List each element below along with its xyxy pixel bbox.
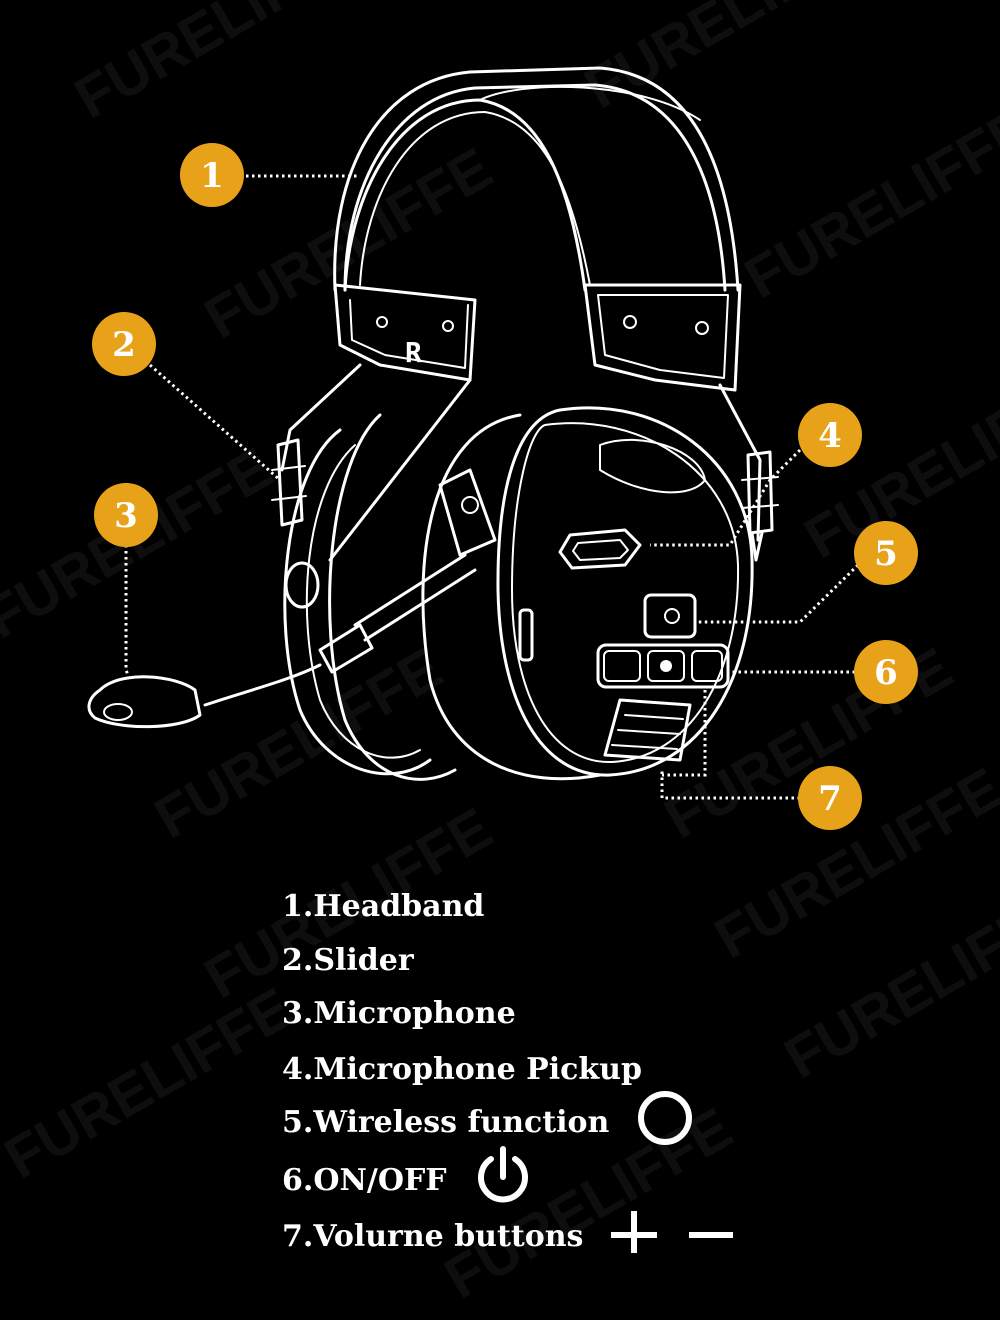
leader-2 xyxy=(149,363,281,482)
button-center xyxy=(647,650,685,682)
watermark-text: FURELIFFE xyxy=(574,0,883,121)
left-yoke xyxy=(280,363,472,562)
right-slider-ring xyxy=(741,476,779,509)
right-plate-inner xyxy=(597,294,729,379)
callout-number: 6 xyxy=(874,653,898,693)
plus-icon xyxy=(609,1207,659,1265)
right-slider-tip xyxy=(750,531,764,562)
top-control-button xyxy=(643,593,697,639)
left-plate-inner xyxy=(349,299,469,369)
leader-5 xyxy=(695,563,860,624)
side-marker-letter: R xyxy=(405,336,422,369)
callout-number: 1 xyxy=(200,156,224,196)
leader-3 xyxy=(124,545,132,681)
callout-badge-5: 5 xyxy=(854,521,918,585)
callout-number: 3 xyxy=(114,496,138,536)
wireless-sensor-inner xyxy=(572,539,629,561)
legend-label: 5.Wireless function xyxy=(282,1104,610,1140)
callout-badge-3: 3 xyxy=(94,483,158,547)
legend-item-headband: 1.Headband xyxy=(282,880,484,932)
watermark-text: FURELIFFE xyxy=(144,635,453,851)
left-earcup-pad xyxy=(328,413,457,781)
mic-boom-mount xyxy=(438,468,497,557)
callout-badge-2: 2 xyxy=(92,312,156,376)
legend-label: 1.Headband xyxy=(282,888,485,924)
right-plate xyxy=(583,283,742,392)
minus-icon xyxy=(687,1207,735,1265)
legend-item-slider: 2.Slider xyxy=(282,934,414,986)
mic-mount-screw xyxy=(461,496,479,514)
leader-7 xyxy=(660,770,800,800)
left-slider xyxy=(276,438,304,527)
leader-7b xyxy=(662,690,707,777)
watermark-text: FURELIFFE xyxy=(0,975,303,1191)
leader-lines xyxy=(124,174,860,800)
mic-capsule-grill xyxy=(103,703,133,721)
headband-top-seam xyxy=(479,85,701,121)
right-yoke xyxy=(718,383,762,542)
headset-line-art: R xyxy=(87,66,779,781)
callout-badge-4: 4 xyxy=(798,403,862,467)
legend-item-volume-buttons: 7.Volurne buttons xyxy=(282,1210,735,1262)
legend-item-microphone-pickup: 4.Microphone Pickup xyxy=(282,1043,642,1095)
legend-label: 2.Slider xyxy=(282,942,414,978)
left-plate xyxy=(333,283,477,382)
plate-screw xyxy=(695,321,709,335)
legend-label: 7.Volurne buttons xyxy=(282,1218,584,1254)
right-earcup-shell xyxy=(496,406,754,777)
legend-label: 4.Microphone Pickup xyxy=(282,1051,642,1087)
headband-outer xyxy=(333,66,740,292)
watermark-text: FURELIFFE xyxy=(734,95,1000,311)
mic-boom-connector xyxy=(318,623,374,674)
legend-label: 6.ON/OFF xyxy=(282,1162,447,1198)
legend-item-on-off: 6.ON/OFF xyxy=(282,1146,533,1206)
callout-number: 4 xyxy=(818,416,842,456)
left-earcup-inner xyxy=(305,444,421,759)
volume-rocker xyxy=(603,698,692,762)
watermark-text: FURELIFFE xyxy=(0,435,283,651)
button-center-dot xyxy=(660,660,672,672)
volume-rocker-ridges xyxy=(611,714,684,750)
button-row xyxy=(596,643,730,689)
top-control-dot xyxy=(664,608,680,624)
mic-boom-arm xyxy=(353,553,477,642)
plate-screw xyxy=(623,315,637,329)
callout-badge-1: 1 xyxy=(180,143,244,207)
mic-cable xyxy=(203,663,322,707)
earcup-panel-arc xyxy=(599,438,706,494)
legend-item-wireless-function: 5.Wireless function xyxy=(282,1091,695,1148)
headband-inner xyxy=(343,83,727,292)
callout-number: 7 xyxy=(818,779,842,819)
left-earcup-outer xyxy=(283,428,432,776)
mic-capsule xyxy=(87,675,202,729)
watermark-text: FURELIFFE xyxy=(64,0,373,131)
power-icon xyxy=(473,1145,533,1215)
earcup-side-slot xyxy=(518,608,534,662)
wireless-sensor xyxy=(558,528,642,570)
callout-number: 2 xyxy=(112,325,136,365)
callout-badge-7: 7 xyxy=(798,766,862,830)
ring-icon xyxy=(635,1088,695,1156)
legend-label: 3.Microphone xyxy=(282,995,516,1031)
left-yoke-knob xyxy=(284,561,320,609)
right-earcup-pad xyxy=(421,413,602,781)
button-right xyxy=(691,650,723,682)
callout-number: 5 xyxy=(874,534,898,574)
legend-item-microphone: 3.Microphone xyxy=(282,987,516,1039)
plate-screw xyxy=(376,316,388,328)
right-earcup-rim xyxy=(511,422,740,764)
plate-screw xyxy=(442,320,454,332)
headband-seam xyxy=(359,111,591,286)
button-left xyxy=(603,650,641,682)
callout-badge-6: 6 xyxy=(854,640,918,704)
leader-4 xyxy=(650,448,802,547)
callout-badges: 1 2 3 4 5 6 7 xyxy=(92,143,918,830)
